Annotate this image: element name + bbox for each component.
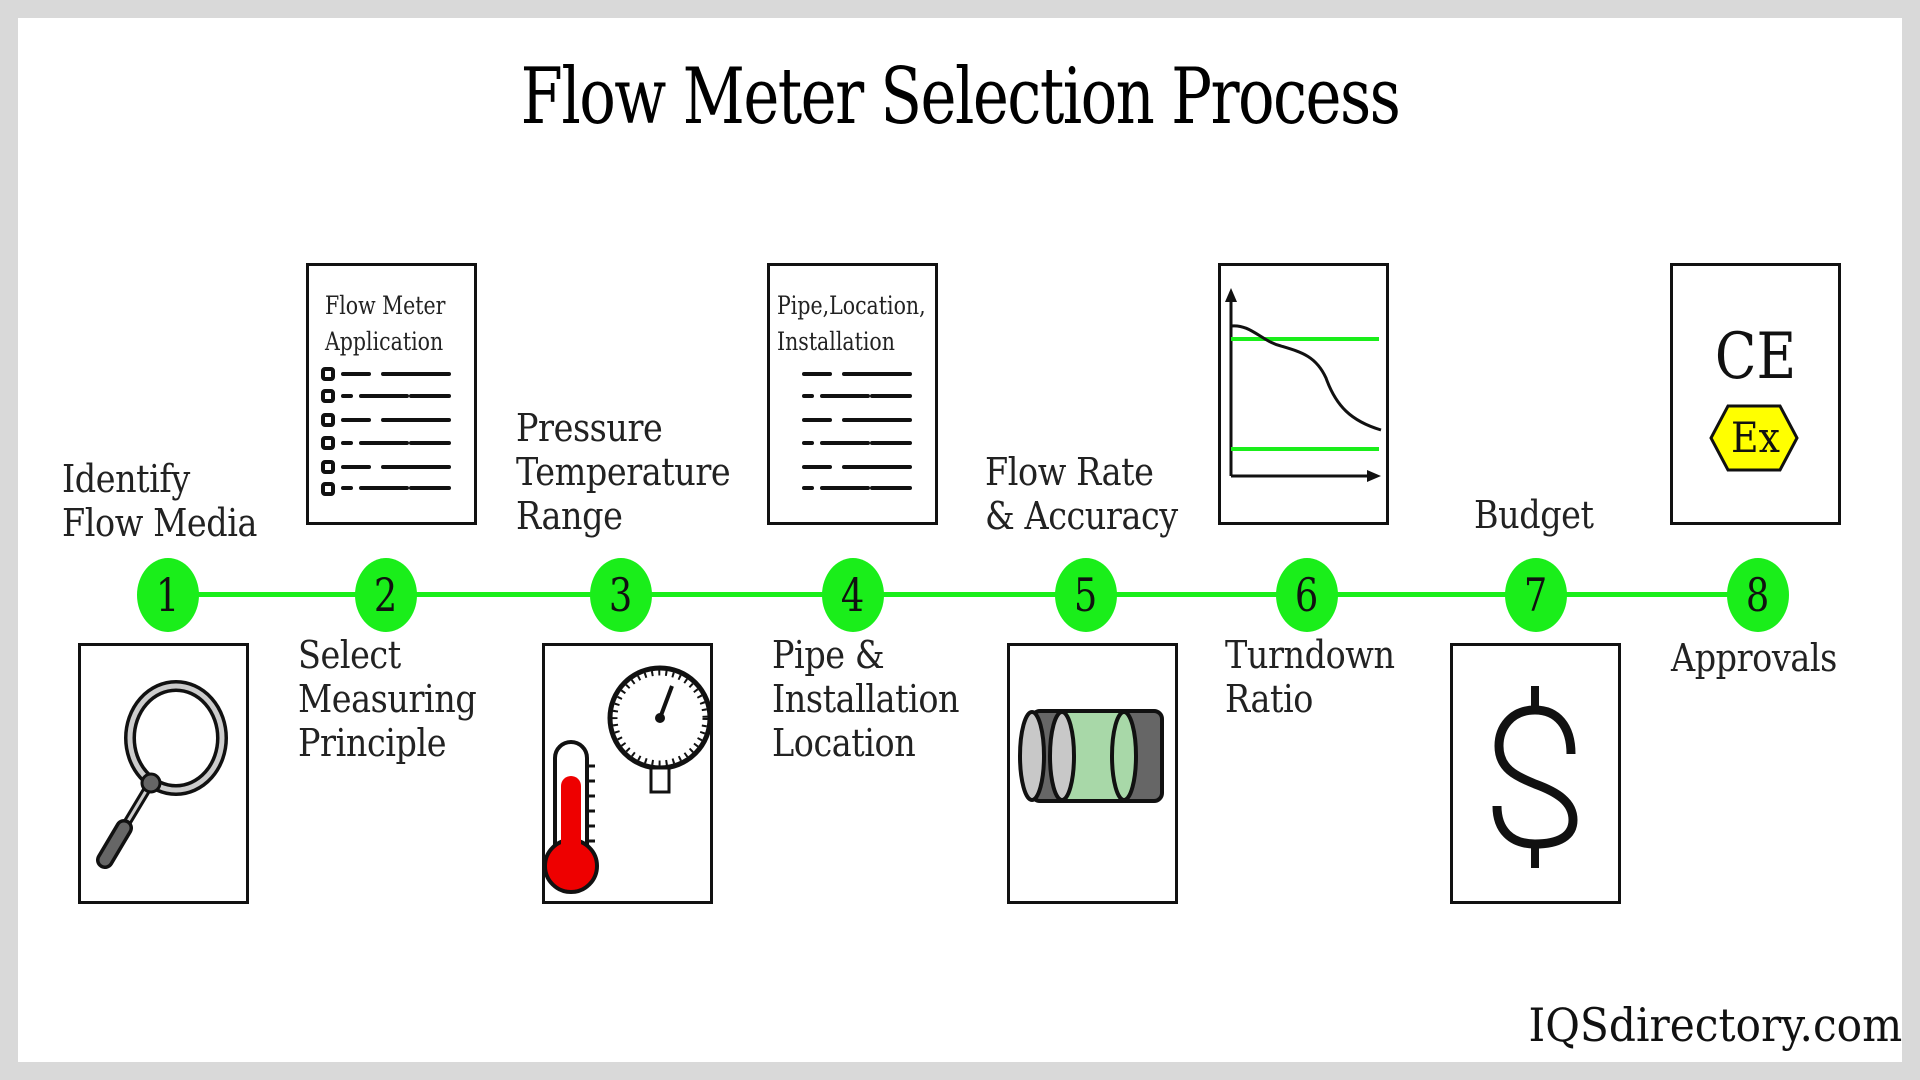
step-number: 1 xyxy=(156,568,180,622)
step-7-label: Budget xyxy=(1474,493,1594,537)
step-6-label: Turndown Ratio xyxy=(1225,633,1395,721)
label-line: Temperature xyxy=(516,450,731,494)
step-3-marker: 3 xyxy=(590,558,652,632)
label-line: Select xyxy=(298,633,401,677)
step-8-icon-card: CE Ex xyxy=(1670,263,1841,525)
label-line: Budget xyxy=(1474,493,1594,537)
page-title: Flow Meter Selection Process xyxy=(520,52,1401,142)
pipe-section-icon xyxy=(1018,709,1164,803)
step-number: 3 xyxy=(609,568,633,622)
step-2-label: Select Measuring Principle xyxy=(298,633,477,765)
thermometer-gauge-icon xyxy=(545,665,710,894)
icon-text-line: Application xyxy=(325,327,444,356)
step-5-label: Flow Rate & Accuracy xyxy=(985,450,1178,538)
step-8-label: Approvals xyxy=(1671,636,1837,680)
turndown-graph-icon xyxy=(1225,288,1382,482)
label-line: Pressure xyxy=(516,406,663,450)
step-2-icon-card: Flow Meter Application xyxy=(306,263,477,525)
icon-text-line: Installation xyxy=(777,327,895,356)
step-4-label: Pipe & Installation Location xyxy=(772,633,960,765)
label-line: & Accuracy xyxy=(985,494,1178,538)
label-line: Pipe & xyxy=(772,633,885,677)
step-number: 2 xyxy=(374,568,398,622)
label-line: Ratio xyxy=(1225,677,1313,721)
icon-text-line: Flow Meter xyxy=(325,291,446,320)
icon-text-line: Pipe,Location, xyxy=(777,291,926,320)
step-4-icon-card: Pipe,Location, Installation xyxy=(767,263,938,525)
step-7-marker: 7 xyxy=(1505,558,1567,632)
magnifying-glass-icon xyxy=(96,680,228,869)
thermometer-icon xyxy=(545,740,599,894)
step-5-icon-card xyxy=(1007,643,1178,904)
step-3-label: Pressure Temperature Range xyxy=(516,406,731,538)
diagram-panel xyxy=(18,18,1902,1062)
checklist-document-icon xyxy=(321,367,451,496)
pressure-gauge-icon xyxy=(607,665,710,794)
step-5-marker: 5 xyxy=(1055,558,1117,632)
step-6-marker: 6 xyxy=(1276,558,1338,632)
label-line: Range xyxy=(516,494,623,538)
document-icon xyxy=(802,372,912,490)
footer-watermark: IQSdirectory.com xyxy=(1528,998,1902,1052)
dollar-sign-icon xyxy=(1492,686,1578,868)
label-line: Measuring xyxy=(298,677,477,721)
document-title: Pipe,Location, Installation xyxy=(777,288,926,360)
step-3-icon-card xyxy=(542,643,713,904)
label-line: Principle xyxy=(298,721,447,765)
step-6-icon-card xyxy=(1218,263,1389,525)
step-1-icon-card xyxy=(78,643,249,904)
step-number: 8 xyxy=(1746,568,1770,622)
step-4-marker: 4 xyxy=(822,558,884,632)
step-1-label: Identify Flow Media xyxy=(62,457,257,545)
timeline-line xyxy=(168,592,1758,597)
step-number: 7 xyxy=(1524,568,1548,622)
label-line: Installation xyxy=(772,677,960,721)
ce-mark: CE xyxy=(1714,320,1797,394)
step-1-marker: 1 xyxy=(137,558,199,632)
ce-ex-certification-icon xyxy=(1709,404,1799,472)
step-number: 5 xyxy=(1074,568,1098,622)
checklist-document-title: Flow Meter Application xyxy=(325,288,445,360)
step-7-icon-card xyxy=(1450,643,1621,904)
label-line: Location xyxy=(772,721,916,765)
ex-mark: Ex xyxy=(1731,413,1780,462)
label-line: Identify xyxy=(62,457,190,501)
label-line: Turndown xyxy=(1225,633,1395,677)
label-line: Flow Media xyxy=(62,501,257,545)
label-line: Flow Rate xyxy=(985,450,1154,494)
step-number: 4 xyxy=(841,568,865,622)
step-8-marker: 8 xyxy=(1727,558,1789,632)
step-number: 6 xyxy=(1295,568,1319,622)
ex-hexagon-badge xyxy=(1709,404,1799,472)
step-2-marker: 2 xyxy=(355,558,417,632)
label-line: Approvals xyxy=(1671,636,1837,680)
